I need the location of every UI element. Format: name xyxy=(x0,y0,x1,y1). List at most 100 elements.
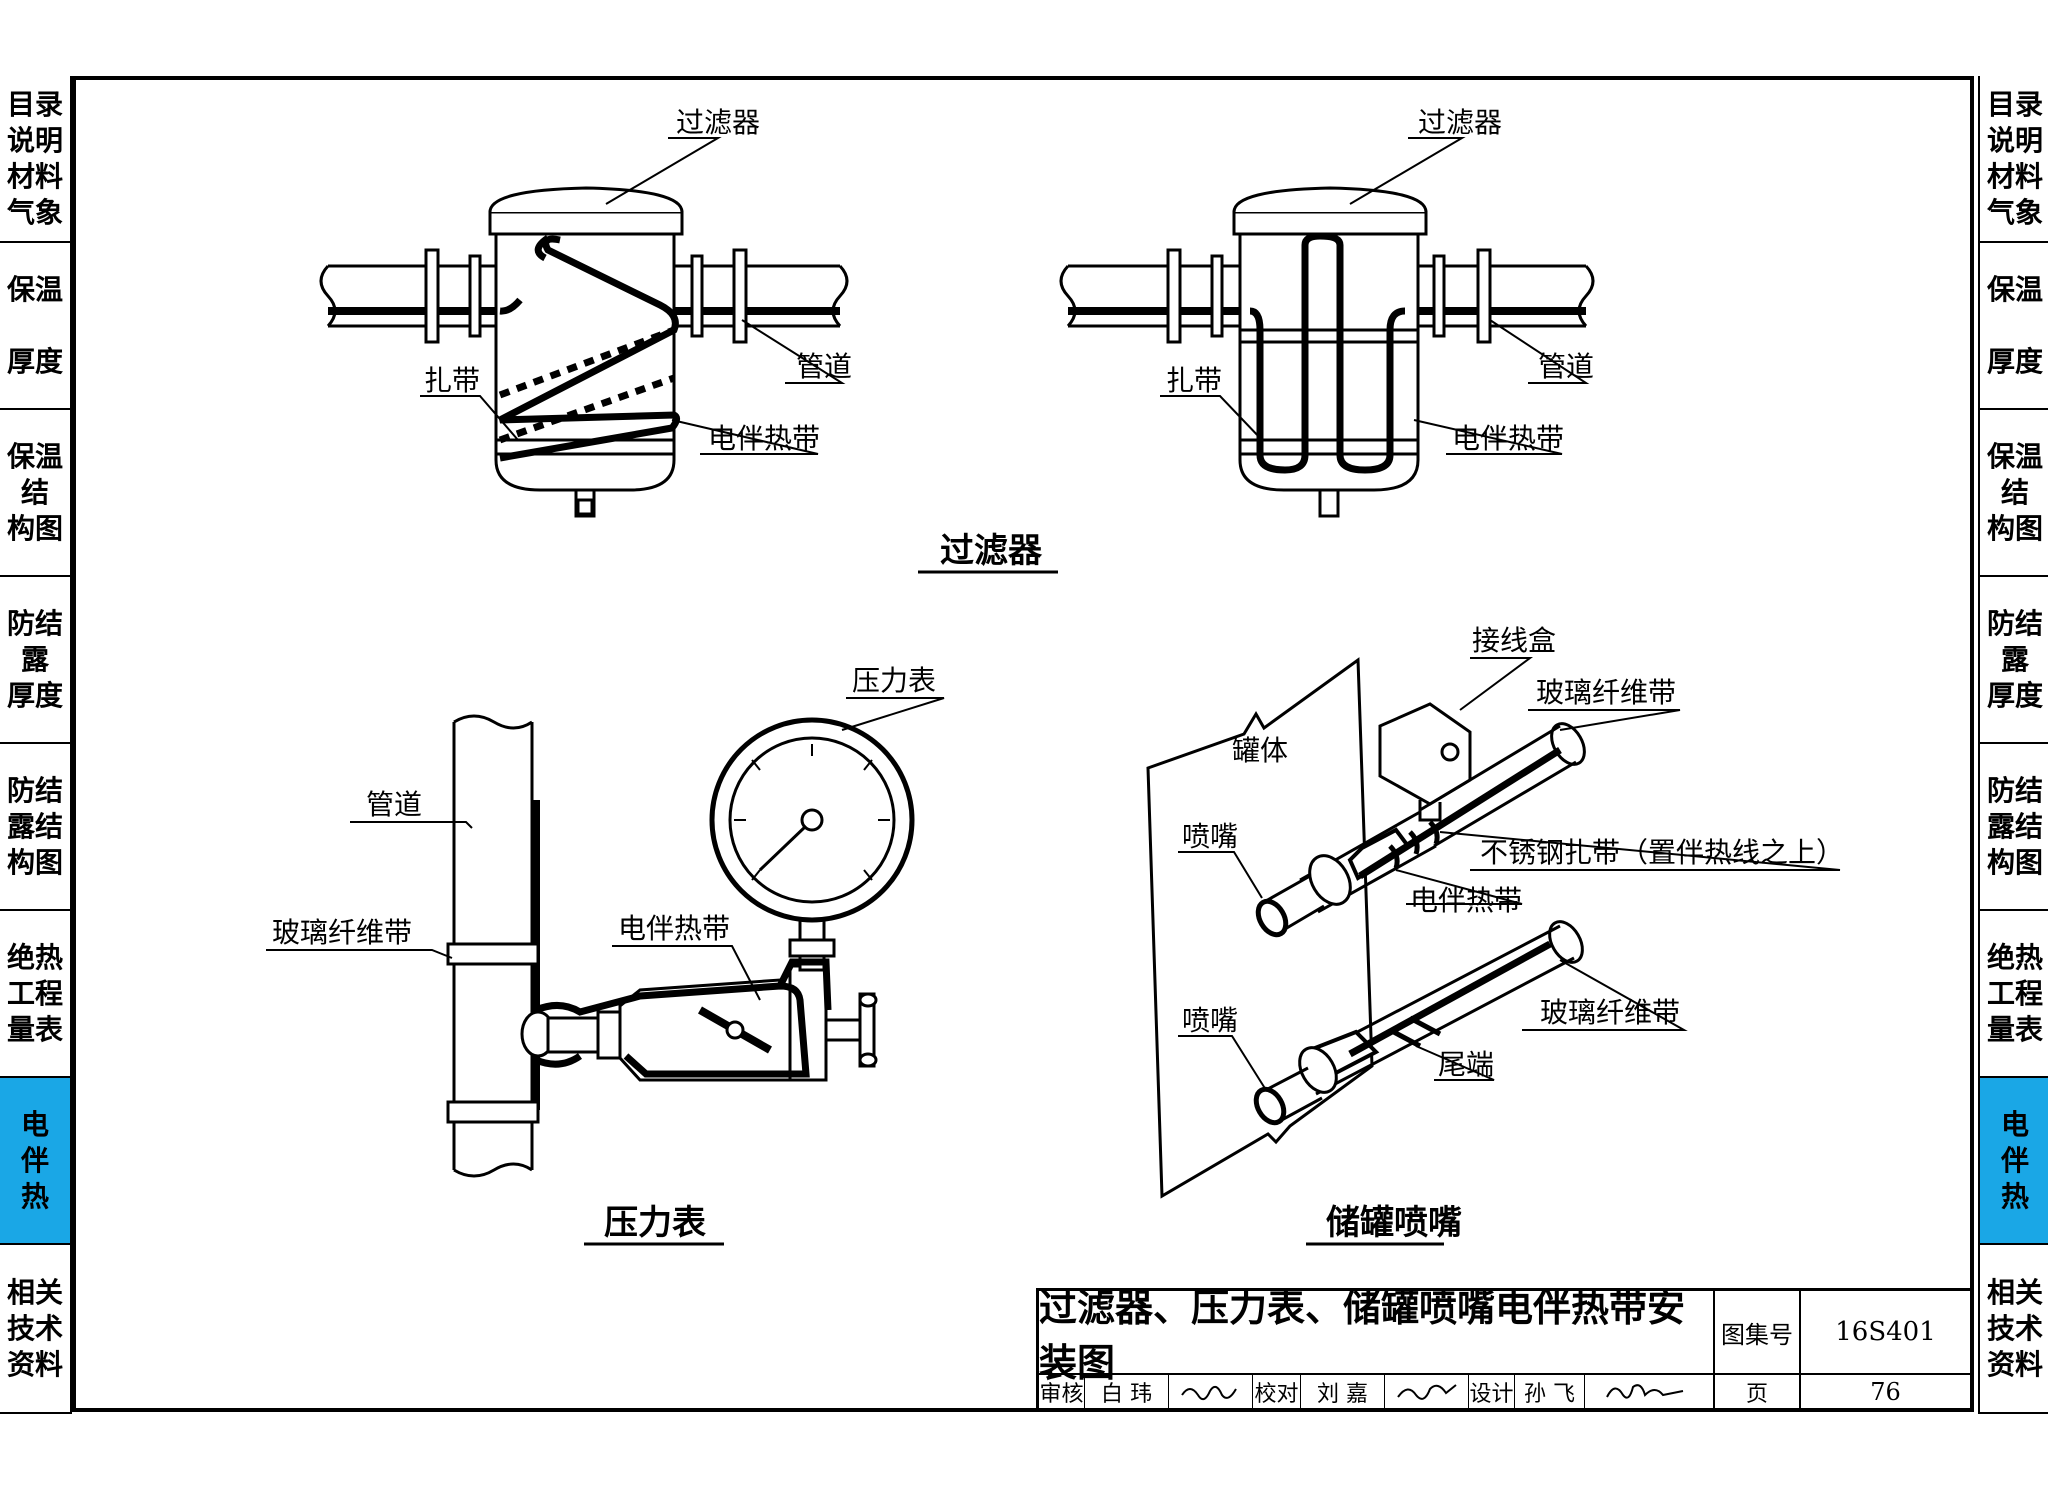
nozzle-tail-label: 尾端 xyxy=(1438,1048,1494,1081)
side-tab-text: 气象 xyxy=(6,195,63,229)
gauge-pipe-label: 管道 xyxy=(366,788,422,821)
side-tab-5[interactable]: 防结露结构图 xyxy=(0,744,70,911)
filter-right-tie-label: 扎带 xyxy=(1166,364,1222,397)
side-tab-7[interactable]: 电伴热 xyxy=(0,1078,70,1245)
side-tab-text: 伴 xyxy=(20,1143,49,1177)
side-tab-text: 绝热 xyxy=(6,940,63,974)
nozzle-junction-box-label: 接线盒 xyxy=(1472,624,1556,657)
side-tab-text: 资料 xyxy=(6,1347,63,1381)
nozzle-heat-tape-label: 电伴热带 xyxy=(1410,884,1522,917)
side-tab-2[interactable]: 保温 厚度 xyxy=(1980,243,2048,410)
designer-signature xyxy=(1585,1375,1715,1408)
side-tab-text: 电 xyxy=(2000,1107,2029,1141)
side-tab-text: 构图 xyxy=(6,511,63,545)
filter-right-label: 过滤器 xyxy=(1418,106,1502,139)
side-tab-text: 露结 xyxy=(1986,809,2043,843)
side-tab-text: 保温 xyxy=(1986,272,2043,306)
side-tab-text: 目录 xyxy=(1986,87,2043,121)
nozzle-fiber-tape-top-label: 玻璃纤维带 xyxy=(1536,676,1676,709)
side-tab-text: 技术 xyxy=(1986,1311,2043,1345)
side-tab-text: 保温 xyxy=(6,439,63,473)
side-tab-text: 材料 xyxy=(1986,159,2043,193)
side-tab-6[interactable]: 绝热工程量表 xyxy=(0,911,70,1078)
side-tab-text: 热 xyxy=(20,1179,49,1213)
side-tab-text: 保温 xyxy=(1986,439,2043,473)
side-tab-text: 厚度 xyxy=(1986,678,2043,712)
check-label: 校对 xyxy=(1253,1375,1301,1408)
side-tab-text: 工程 xyxy=(1986,976,2043,1010)
nozzle-caption: 储罐喷嘴 xyxy=(1326,1203,1462,1243)
filter-right-heat-tape-label: 电伴热带 xyxy=(1452,422,1564,455)
side-tab-4[interactable]: 防结露厚度 xyxy=(1980,577,2048,744)
side-tab-text: 气象 xyxy=(1986,195,2043,229)
gauge-label: 压力表 xyxy=(852,664,936,697)
side-tab-text: 构图 xyxy=(1986,511,2043,545)
side-tab-text: 工程 xyxy=(6,976,63,1010)
side-tab-text: 量表 xyxy=(1986,1012,2043,1046)
side-tab-1[interactable]: 目录说明材料气象 xyxy=(1980,76,2048,243)
side-tab-5[interactable]: 防结露结构图 xyxy=(1980,744,2048,911)
side-tab-8[interactable]: 相关技术资料 xyxy=(0,1245,70,1414)
side-tab-text: 热 xyxy=(2000,1179,2029,1213)
side-tab-text: 结 xyxy=(20,475,49,509)
page-label: 页 xyxy=(1715,1375,1801,1408)
side-tab-text: 量表 xyxy=(6,1012,63,1046)
page-number: 76 xyxy=(1870,1377,1901,1406)
side-tab-2[interactable]: 保温 厚度 xyxy=(0,243,70,410)
side-tab-4[interactable]: 防结露厚度 xyxy=(0,577,70,744)
filter-left-label: 过滤器 xyxy=(676,106,760,139)
side-tab-text: 相关 xyxy=(6,1275,63,1309)
side-nav-left: 目录说明材料气象保温 厚度保温结构图防结露厚度防结露结构图绝热工程量表电伴热相关… xyxy=(0,76,72,1414)
nozzle-tank-label: 罐体 xyxy=(1232,734,1288,767)
side-tab-1[interactable]: 目录说明材料气象 xyxy=(0,76,70,243)
side-tab-text: 伴 xyxy=(2000,1143,2029,1177)
review-label: 审核 xyxy=(1039,1375,1085,1408)
nozzle-steel-tie-label: 不锈钢扎带（置伴热线之上） xyxy=(1480,836,1844,869)
side-tab-text: 说明 xyxy=(1986,123,2043,157)
filter-left-diagram xyxy=(262,186,849,518)
filter-right-diagram xyxy=(1059,186,1595,518)
side-tab-text: 防结 xyxy=(6,606,63,640)
filter-left-heat-tape-label: 电伴热带 xyxy=(708,422,820,455)
checker-name: 刘 嘉 xyxy=(1301,1375,1385,1408)
drawing-title: 过滤器、压力表、储罐喷嘴电伴热带安装图 xyxy=(1039,1286,1715,1385)
side-tab-3[interactable]: 保温结构图 xyxy=(0,410,70,577)
side-tab-3[interactable]: 保温结构图 xyxy=(1980,410,2048,577)
checker-signature xyxy=(1385,1375,1469,1408)
gauge-heat-tape-label: 电伴热带 xyxy=(618,912,730,945)
filter-left-tie-label: 扎带 xyxy=(424,364,480,397)
side-tab-text: 电 xyxy=(20,1107,49,1141)
side-tab-text: 绝热 xyxy=(1986,940,2043,974)
side-tab-text: 说明 xyxy=(6,123,63,157)
side-tab-text: 构图 xyxy=(1986,845,2043,879)
designer-name: 孙 飞 xyxy=(1515,1375,1585,1408)
filter-right-pipe-label: 管道 xyxy=(1538,350,1594,383)
reviewer-name: 白 玮 xyxy=(1085,1375,1169,1408)
side-tab-text: 防结 xyxy=(1986,606,2043,640)
design-label: 设计 xyxy=(1469,1375,1515,1408)
drawing-frame xyxy=(72,76,1974,1412)
atlas-label: 图集号 xyxy=(1715,1291,1801,1375)
side-tab-text: 结 xyxy=(2000,475,2029,509)
title-block: 过滤器、压力表、储罐喷嘴电伴热带安装图 图集号 16S401 审核 白 玮 校对… xyxy=(1036,1286,1970,1408)
nozzle-top-label: 喷嘴 xyxy=(1182,820,1238,853)
side-tab-text: 保温 xyxy=(6,272,63,306)
side-tab-text: 厚度 xyxy=(1986,344,2043,378)
side-tab-text: 防结 xyxy=(6,773,63,807)
pressure-gauge-diagram xyxy=(446,714,915,1178)
side-tab-text: 露 xyxy=(20,642,49,676)
side-tab-8[interactable]: 相关技术资料 xyxy=(1980,1245,2048,1414)
side-tab-text: 技术 xyxy=(6,1311,63,1345)
side-tab-text: 构图 xyxy=(6,845,63,879)
gauge-caption: 压力表 xyxy=(604,1203,706,1243)
side-tab-text: 厚度 xyxy=(6,344,63,378)
nozzle-bottom-label: 喷嘴 xyxy=(1182,1004,1238,1037)
side-tab-7[interactable]: 电伴热 xyxy=(1980,1078,2048,1245)
side-tab-text: 目录 xyxy=(6,87,63,121)
atlas-number: 16S401 xyxy=(1801,1291,1970,1375)
gauge-fiber-tape-label: 玻璃纤维带 xyxy=(272,916,412,949)
side-tab-6[interactable]: 绝热工程量表 xyxy=(1980,911,2048,1078)
reviewer-signature xyxy=(1169,1375,1253,1408)
side-tab-text: 厚度 xyxy=(6,678,63,712)
tank-nozzle-diagram xyxy=(1146,657,1586,1199)
